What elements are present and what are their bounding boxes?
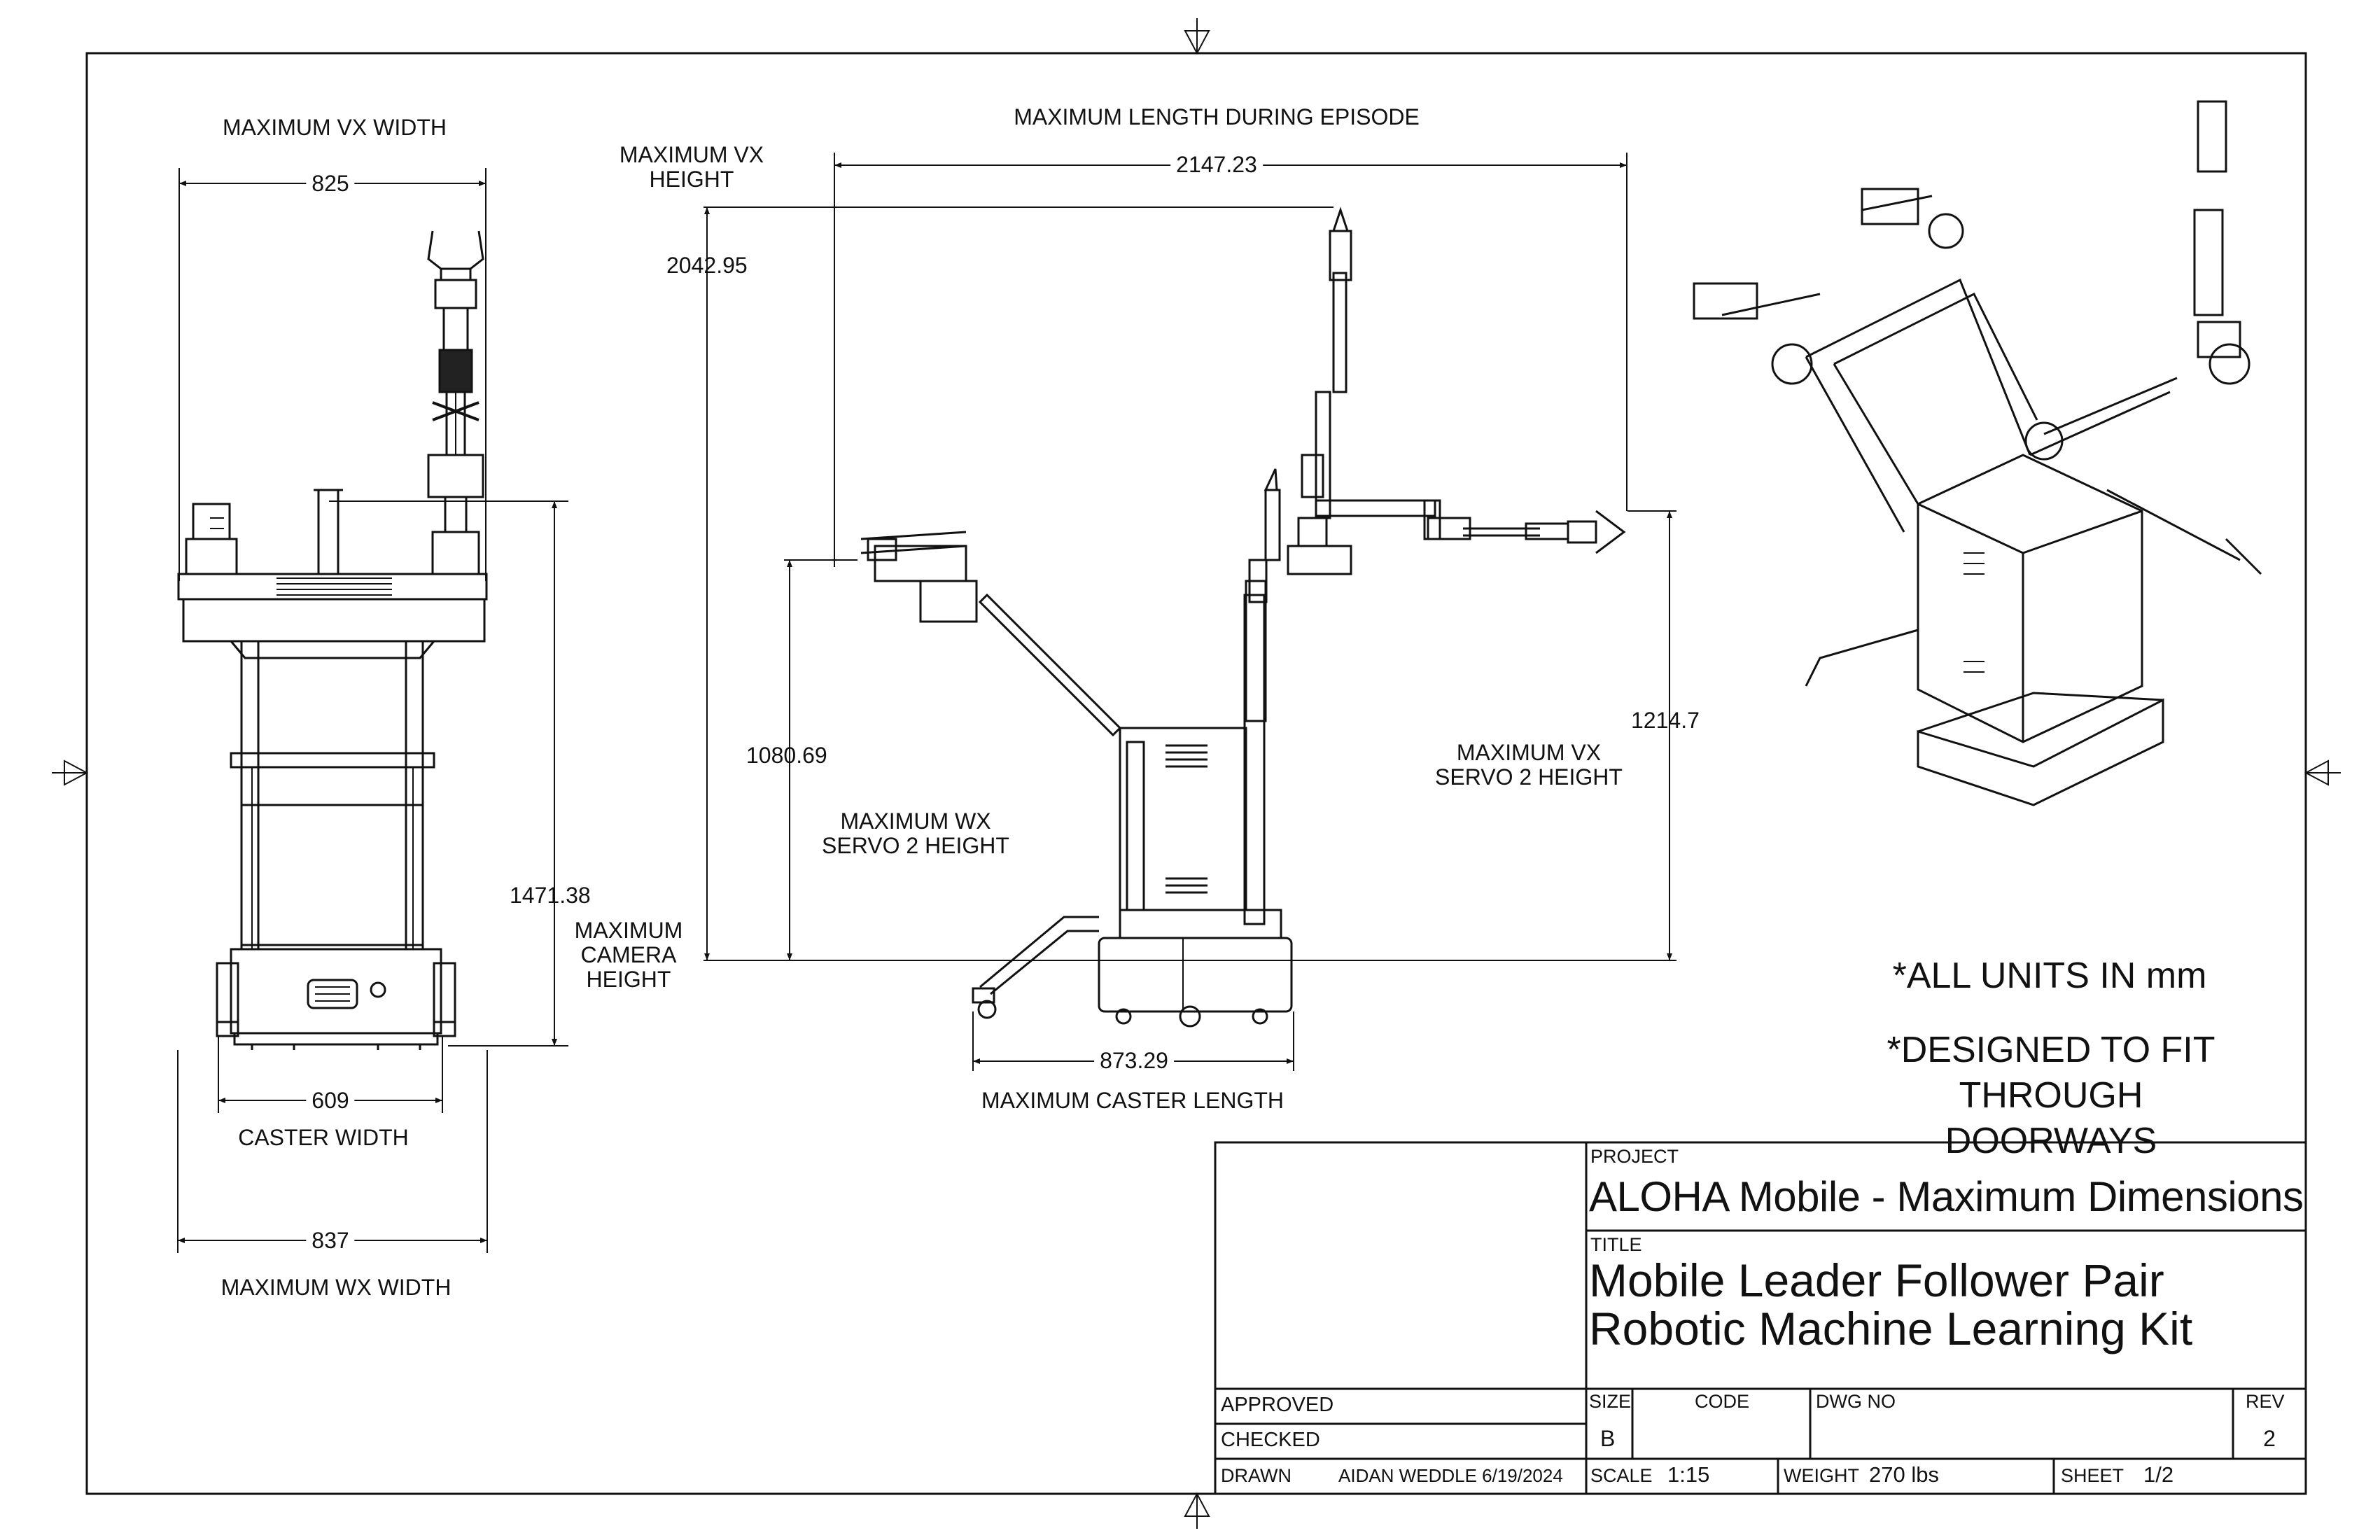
vx-servo2-height-dimension: 1214.7 bbox=[1631, 708, 1700, 733]
max-caster-length-label: MAXIMUM CASTER LENGTH bbox=[981, 1088, 1284, 1113]
scale-label: SCALE bbox=[1590, 1465, 1653, 1486]
front-view-robot bbox=[177, 230, 488, 1050]
caster-length-dimension: 873.29 bbox=[1094, 1048, 1174, 1074]
units-note: *ALL UNITS IN mm bbox=[1892, 955, 2207, 996]
dwg-no-label: DWG NO bbox=[1816, 1391, 1896, 1412]
code-label: CODE bbox=[1694, 1391, 1750, 1412]
weight-value: 270 lbs bbox=[1869, 1462, 1939, 1487]
project-name: ALOHA Mobile - Maximum Dimensions bbox=[1589, 1173, 2304, 1220]
centering-marks bbox=[52, 18, 2341, 1529]
dimension-lines bbox=[177, 153, 1676, 1253]
size-value: B bbox=[1600, 1426, 1616, 1451]
sheet-label: SHEET bbox=[2061, 1465, 2124, 1486]
side-view-robot bbox=[860, 206, 1626, 1028]
max-wx-servo2-height-label: MAXIMUM WX SERVO 2 HEIGHT bbox=[822, 808, 1009, 859]
checked-label: CHECKED bbox=[1221, 1429, 1320, 1451]
doorways-note: *DESIGNED TO FIT THROUGH DOORWAYS bbox=[1886, 1030, 2216, 1161]
sheet-value: 1/2 bbox=[2143, 1462, 2174, 1487]
weight-label: WEIGHT bbox=[1784, 1465, 1859, 1486]
drawing-title: Mobile Leader Follower Pair Robotic Mach… bbox=[1589, 1254, 2193, 1355]
max-vx-height-label: MAXIMUM VX HEIGHT bbox=[619, 142, 764, 192]
wx-servo2-height-dimension: 1080.69 bbox=[746, 743, 827, 768]
max-vx-servo2-height-label: MAXIMUM VX SERVO 2 HEIGHT bbox=[1435, 740, 1623, 790]
rev-label: REV bbox=[2246, 1391, 2285, 1412]
drawn-label: DRAWN bbox=[1221, 1465, 1292, 1486]
approved-label: APPROVED bbox=[1221, 1394, 1334, 1416]
caster-width-label: CASTER WIDTH bbox=[238, 1125, 409, 1150]
title-block-grid bbox=[1214, 1141, 2307, 1495]
wx-width-dimension: 837 bbox=[306, 1228, 355, 1254]
vx-height-dimension: 2042.95 bbox=[666, 253, 748, 278]
caster-width-dimension: 609 bbox=[306, 1088, 355, 1114]
drawn-by-value: AIDAN WEDDLE 6/19/2024 bbox=[1338, 1465, 1563, 1486]
scale-value: 1:15 bbox=[1667, 1462, 1710, 1487]
vx-width-dimension: 825 bbox=[306, 171, 355, 197]
max-wx-width-label: MAXIMUM WX WIDTH bbox=[220, 1275, 451, 1300]
max-camera-height-label: MAXIMUM CAMERA HEIGHT bbox=[574, 918, 683, 993]
isometric-view-robot bbox=[1693, 100, 2262, 806]
max-length-episode-label: MAXIMUM LENGTH DURING EPISODE bbox=[1014, 104, 1420, 130]
rev-value: 2 bbox=[2263, 1426, 2276, 1451]
max-vx-width-label: MAXIMUM VX WIDTH bbox=[223, 115, 447, 140]
project-label: PROJECT bbox=[1590, 1146, 1679, 1167]
camera-height-dimension: 1471.38 bbox=[510, 883, 591, 908]
size-label: SIZE bbox=[1589, 1391, 1632, 1412]
title-label: TITLE bbox=[1590, 1234, 1642, 1255]
episode-length-dimension: 2147.23 bbox=[1170, 152, 1263, 178]
